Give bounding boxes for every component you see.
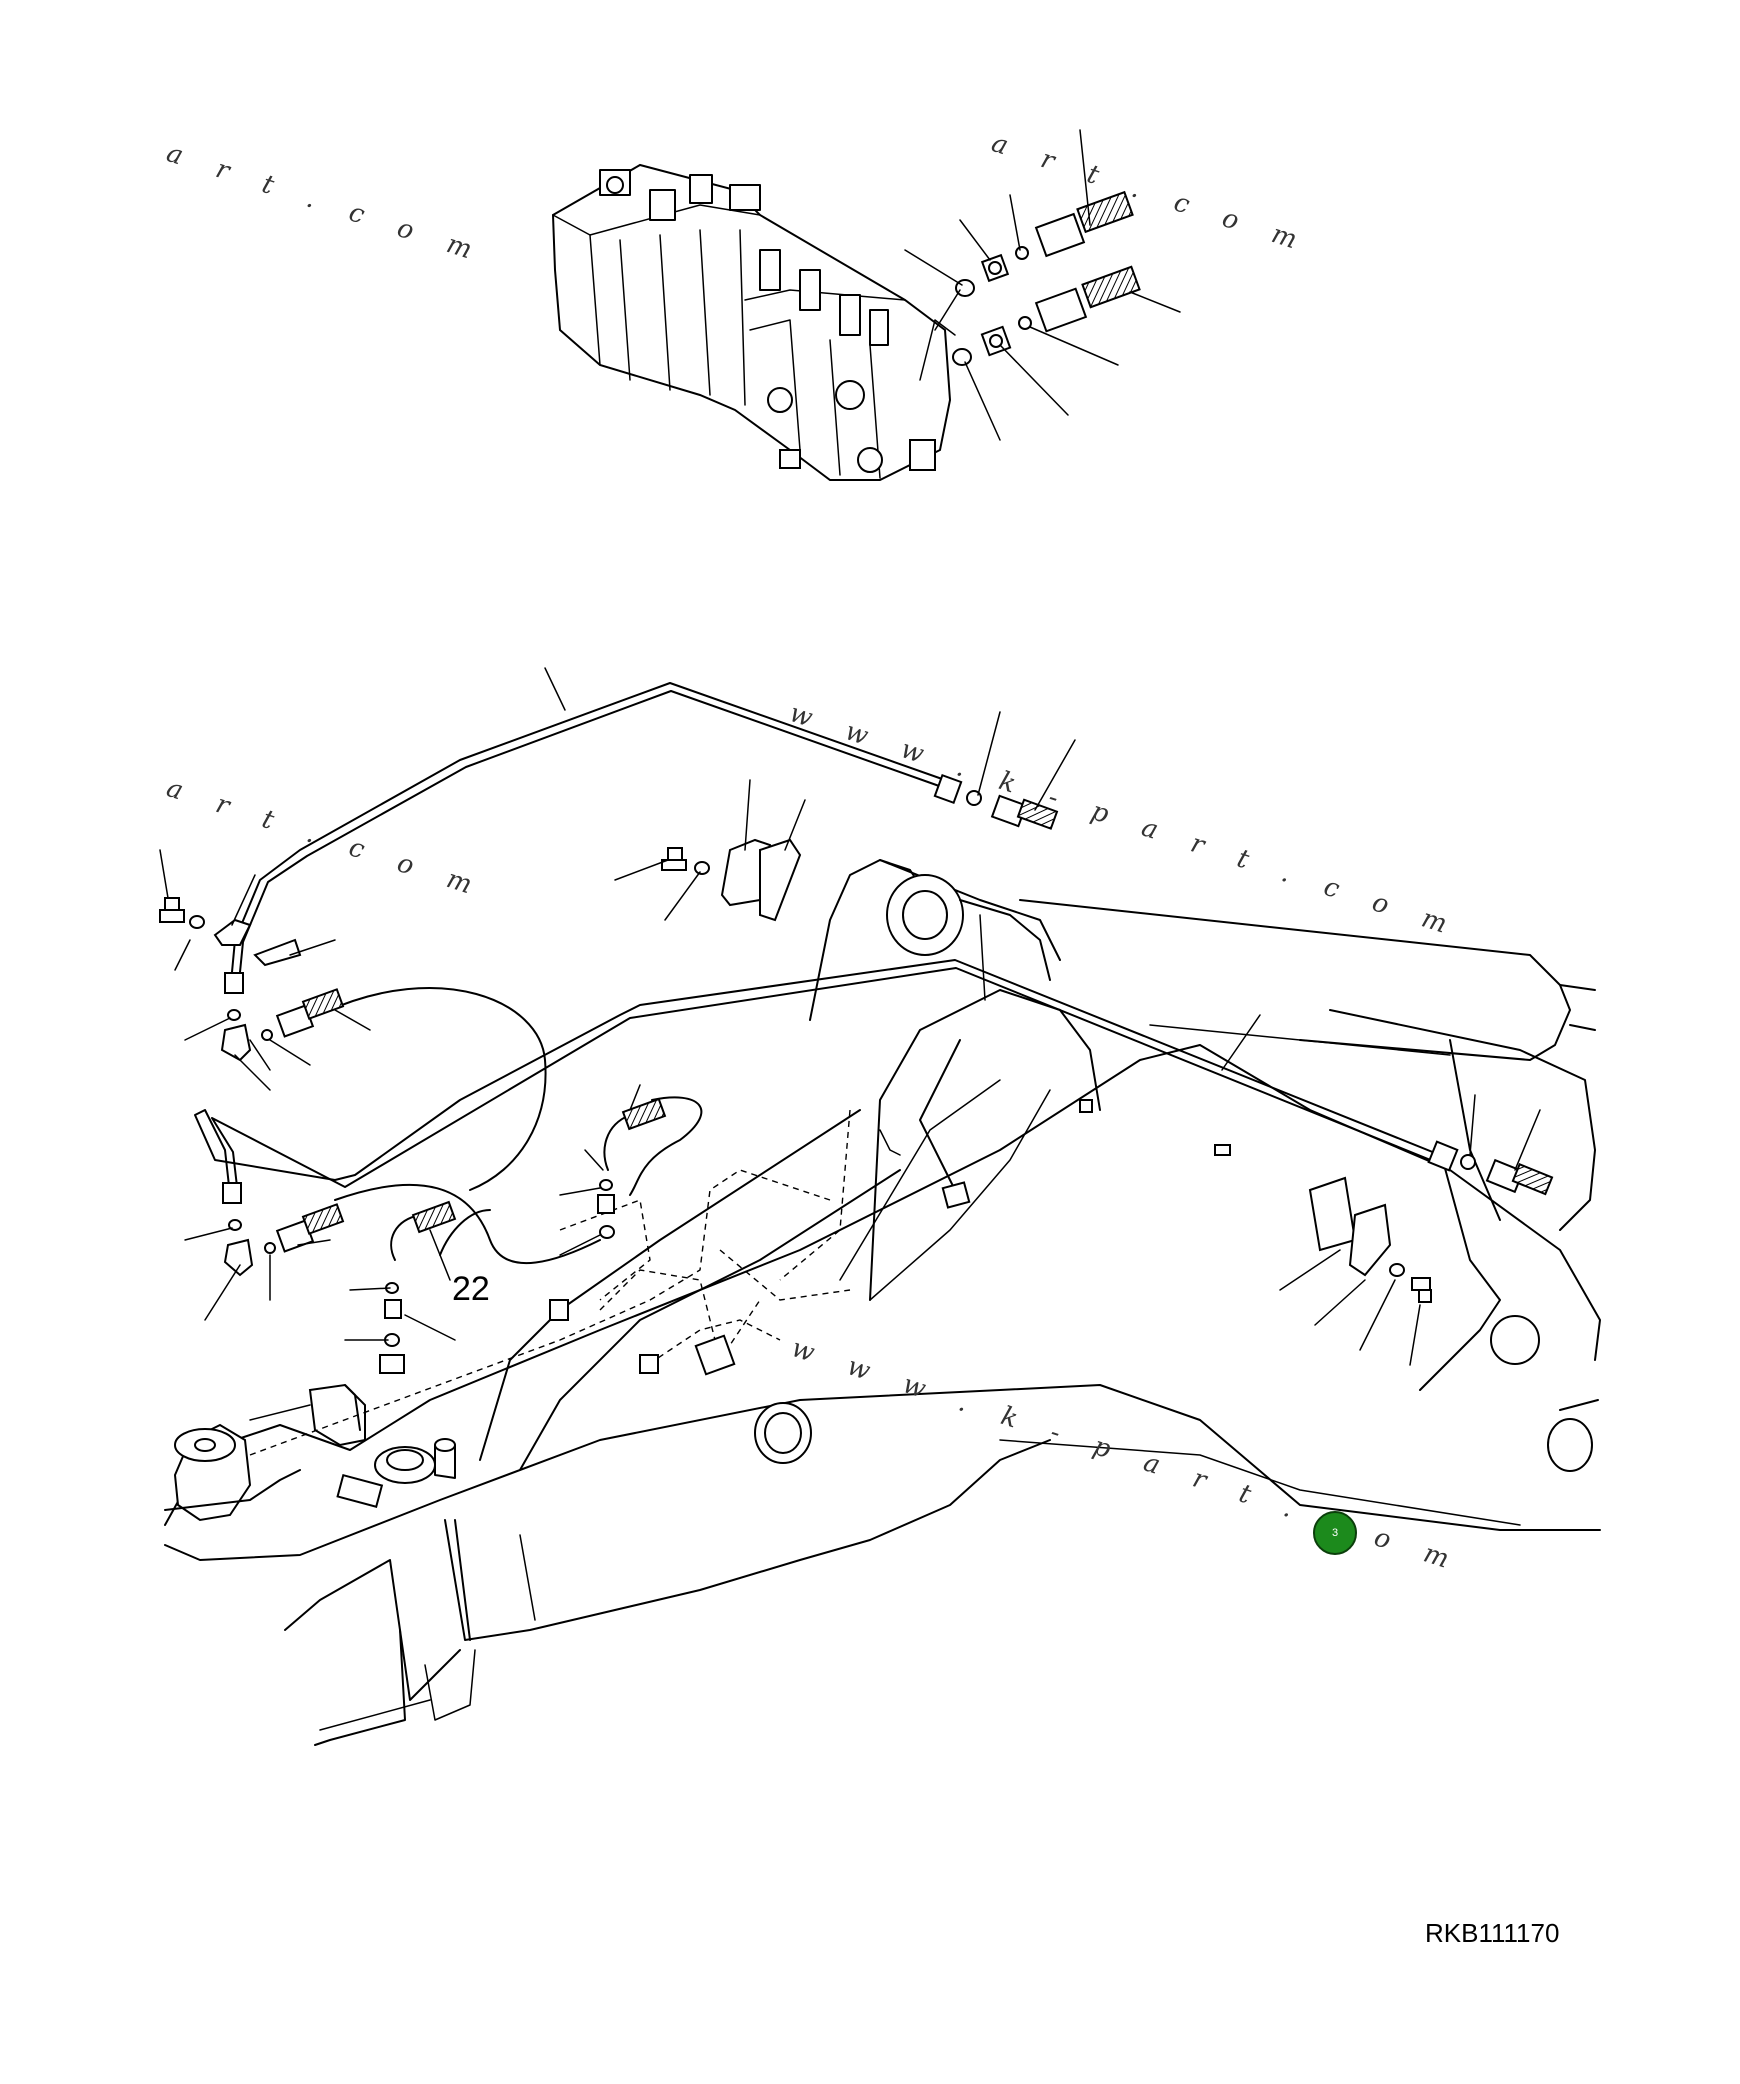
watermark-art-com-3: a r t . c o m (163, 773, 489, 904)
hose-fitting-5 (275, 988, 345, 1038)
control-valve-block (551, 163, 956, 481)
hose-fitting-2 (1034, 265, 1141, 333)
hose-fitting-22 (390, 1200, 457, 1261)
watermark-art-com-1: a r t . c o m (163, 138, 489, 269)
callout-22: 22 (452, 1270, 490, 1308)
pipe-clamp-icon (213, 918, 252, 946)
boom-outline (164, 859, 1601, 1746)
drawing-code: RKB111170 (1425, 1918, 1560, 1948)
hotspot-marker-3[interactable]: 3 (1313, 1511, 1357, 1555)
hose-loops-left (324, 987, 703, 1264)
left-fittings (159, 849, 457, 1374)
hose-fitting-4 (1485, 1158, 1554, 1196)
watermark-art-com-2: a r t . c o m (988, 128, 1314, 259)
pipe-lower (194, 959, 1554, 1196)
top-hose-fittings (904, 129, 1181, 441)
hose-fitting-6 (275, 1203, 345, 1253)
watermark-kpart-2: w w w . k - p a r t . c o m (788, 1333, 1466, 1579)
centre-fittings (559, 1084, 667, 1256)
hose-fitting-1 (1034, 190, 1134, 258)
clamp-right-middle (1279, 1176, 1432, 1366)
adapter-1 (980, 253, 1010, 283)
clamp-upper-middle (614, 779, 806, 922)
hose-fitting-3 (990, 794, 1059, 830)
